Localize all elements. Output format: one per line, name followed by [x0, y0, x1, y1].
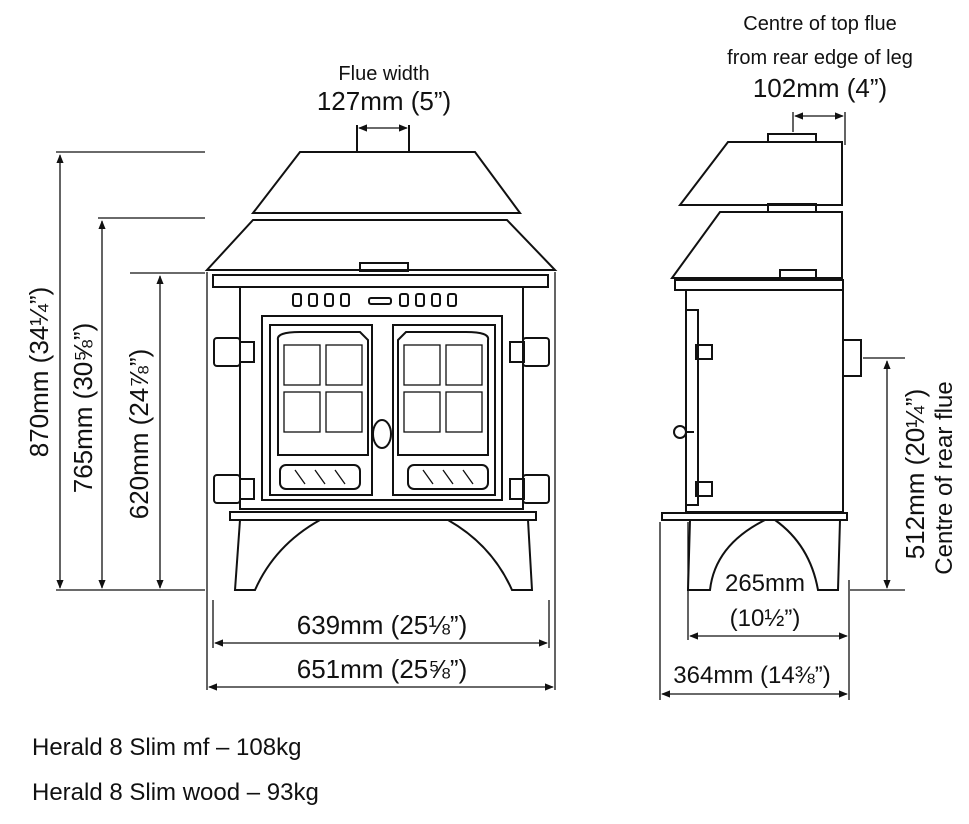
front-dimensions	[56, 124, 556, 691]
front-base-plate	[229, 511, 537, 521]
side-front-leg	[686, 519, 766, 591]
top-flue-value: 102mm (4”)	[753, 73, 887, 103]
flue-width-label: Flue width	[338, 63, 429, 85]
front-top-hood	[250, 151, 522, 214]
side-rear-leg	[771, 519, 842, 591]
side-rear-flue	[842, 339, 862, 377]
rear-flue-value: 512mm (20¼”)	[900, 389, 930, 560]
side-canopy	[670, 211, 843, 279]
side-view	[661, 133, 862, 591]
front-top-plate	[212, 274, 549, 288]
front-air-vents	[292, 293, 457, 307]
width-639-label: 639mm (25⅛”)	[297, 610, 468, 640]
side-base-plate	[661, 512, 848, 521]
top-flue-label-2: from rear edge of leg	[727, 47, 913, 69]
depth-265-inches: (10½”)	[730, 605, 801, 632]
weight-caption-wood: Herald 8 Slim wood – 93kg	[32, 779, 319, 806]
side-dimensions	[659, 112, 905, 700]
height-870-label: 870mm (34¼”)	[24, 287, 54, 458]
front-right-leg	[444, 519, 534, 591]
weight-caption-mf: Herald 8 Slim mf – 108kg	[32, 734, 302, 761]
side-body	[685, 289, 844, 513]
front-body	[239, 286, 524, 510]
front-hinges	[213, 337, 550, 504]
front-canopy	[204, 219, 558, 271]
rear-flue-label: Centre of rear flue	[931, 381, 958, 574]
front-left-leg	[233, 519, 324, 591]
side-top-hood	[677, 141, 843, 206]
top-flue-label-1: Centre of top flue	[743, 13, 896, 35]
front-doors	[261, 315, 503, 501]
height-620-label: 620mm (24⅞”)	[124, 349, 154, 520]
depth-364-label: 364mm (14⅜”)	[673, 662, 830, 689]
width-651-label: 651mm (25⅝”)	[297, 654, 468, 684]
side-top-plate	[674, 279, 844, 291]
height-765-label: 765mm (30⅝”)	[68, 323, 98, 494]
front-view	[204, 125, 558, 591]
depth-265-label: 265mm	[725, 570, 805, 597]
front-flue-stub	[356, 125, 410, 152]
flue-width-value: 127mm (5”)	[317, 86, 451, 116]
